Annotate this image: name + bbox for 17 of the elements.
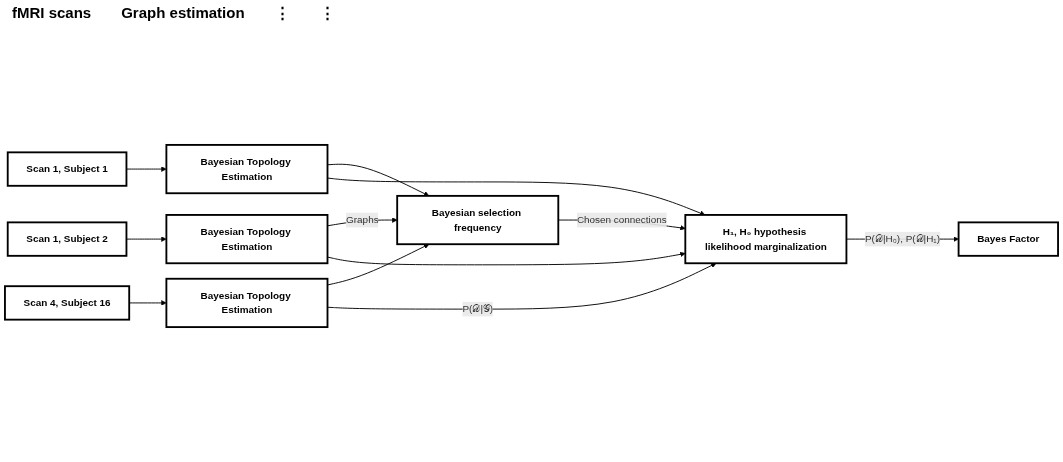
edge-label: Graphs bbox=[346, 214, 379, 225]
node-box: Bayesian Topology Estimation bbox=[165, 277, 329, 328]
node-box: Bayesian selection frequency bbox=[396, 194, 560, 246]
edge-label: P(𝒟|H₀), P(𝒟|H₁) bbox=[865, 233, 940, 245]
column-heading: ⋮ bbox=[274, 4, 290, 22]
node-box: Scan 1, Subject 2 bbox=[6, 221, 128, 257]
node-box: Scan 4, Subject 16 bbox=[4, 285, 131, 321]
node-box: Bayesian Topology Estimation bbox=[165, 144, 329, 195]
edge-label: P(𝒟|𝒢) bbox=[462, 303, 494, 315]
node-box: H₁, H₀ hypothesis likelihood marginalization bbox=[684, 214, 848, 265]
column-heading: ⋮ bbox=[319, 4, 335, 22]
edge-label: Chosen connections bbox=[576, 214, 667, 225]
node-box: Scan 1, Subject 1 bbox=[6, 151, 128, 187]
node-box: Bayes Factor bbox=[957, 221, 1059, 257]
column-heading: Graph estimation bbox=[121, 4, 245, 22]
node-box: Bayesian Topology Estimation bbox=[165, 214, 329, 265]
column-heading: fMRI scans bbox=[12, 4, 92, 22]
